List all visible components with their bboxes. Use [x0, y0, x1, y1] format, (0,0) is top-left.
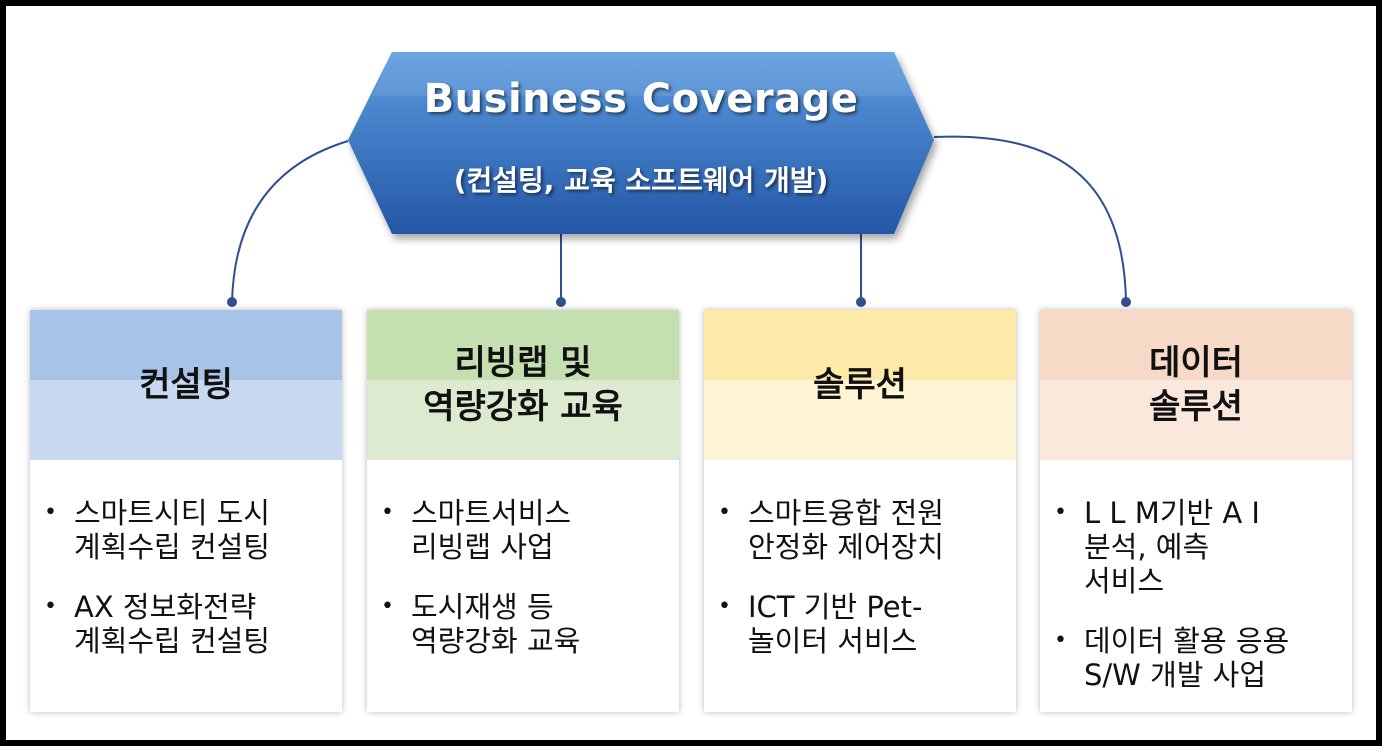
card-title: 컨설팅: [139, 365, 233, 405]
card-consulting: 컨설팅 • 스마트시티 도시 계획수립 컨설팅 • AX 정보화전략 계획수립 컨설…: [30, 310, 342, 712]
connector-data-solution: [933, 135, 1127, 303]
header-band-bottom: [704, 380, 1016, 460]
bullet-icon: •: [44, 594, 57, 619]
header-band-bottom: [1040, 380, 1352, 460]
title-hexagon: [348, 52, 934, 234]
list-item: • 스마트융합 전원 안정화 제어장치: [718, 496, 1010, 564]
card-title: 리빙랩 및 역량강화 교육: [423, 343, 623, 427]
list-item-text: 도시재생 등 역량강화 교육: [411, 590, 581, 658]
list-item: • 스마트시티 도시 계획수립 컨설팅: [44, 496, 336, 564]
bullet-icon: •: [44, 500, 57, 525]
list-item: • 스마트서비스 리빙랩 사업: [381, 496, 673, 564]
card-solution: 솔루션 • 스마트융합 전원 안정화 제어장치 • ICT 기반 Pet- 놀이터 …: [704, 310, 1016, 712]
list-item: • ICT 기반 Pet- 놀이터 서비스: [718, 590, 1010, 658]
bullet-icon: •: [1054, 628, 1067, 653]
card-living-lab: 리빙랩 및 역량강화 교육 • 스마트서비스 리빙랩 사업 • 도시재생 등 역량강…: [367, 310, 679, 712]
card-header: 컨설팅: [30, 310, 342, 460]
card-data-solution: 데이터 솔루션 • L L M기반 A I 분석, 예측 서비스 • 데이터 활용 …: [1040, 310, 1352, 712]
connector-dot-data-solution: [1121, 297, 1131, 307]
item-list: • 스마트융합 전원 안정화 제어장치 • ICT 기반 Pet- 놀이터 서비스: [718, 496, 1010, 684]
card-title: 솔루션: [813, 365, 907, 405]
header-band-top: [367, 310, 679, 380]
list-item-text: AX 정보화전략 계획수립 컨설팅: [74, 590, 270, 658]
connector-dot-consulting: [227, 297, 237, 307]
card-header: 데이터 솔루션: [1040, 310, 1352, 460]
card-title: 데이터 솔루션: [1149, 343, 1243, 427]
title-subtitle: (컨설팅, 교육 소프트웨어 개발): [453, 164, 829, 197]
bullet-icon: •: [381, 500, 394, 525]
connector-dot-living-lab: [556, 297, 566, 307]
title-banner: Business Coverage (컨설팅, 교육 소프트웨어 개발): [350, 54, 932, 234]
list-item: • 데이터 활용 응용 S/W 개발 사업: [1054, 624, 1346, 692]
card-header: 솔루션: [704, 310, 1016, 460]
list-item-text: 스마트시티 도시 계획수립 컨설팅: [74, 496, 270, 564]
item-list: • 스마트시티 도시 계획수립 컨설팅 • AX 정보화전략 계획수립 컨설팅: [44, 496, 336, 684]
header-band-top: [30, 310, 342, 380]
header-band-top: [1040, 310, 1352, 380]
list-item-text: L L M기반 A I 분석, 예측 서비스: [1084, 496, 1260, 598]
bullet-icon: •: [1054, 500, 1067, 525]
bullet-icon: •: [718, 500, 731, 525]
connector-consulting: [231, 140, 349, 303]
bullet-icon: •: [381, 594, 394, 619]
list-item: • AX 정보화전략 계획수립 컨설팅: [44, 590, 336, 658]
list-item-text: 스마트서비스 리빙랩 사업: [411, 496, 572, 564]
card-header: 리빙랩 및 역량강화 교육: [367, 310, 679, 460]
list-item: • 도시재생 등 역량강화 교육: [381, 590, 673, 658]
connector-lines: [227, 52, 1131, 307]
bullet-icon: •: [718, 594, 731, 619]
list-item-text: 데이터 활용 응용 S/W 개발 사업: [1084, 624, 1290, 692]
connector-dot-solution: [856, 297, 866, 307]
list-item-text: ICT 기반 Pet- 놀이터 서비스: [748, 590, 923, 658]
header-band-bottom: [367, 380, 679, 460]
item-list: • L L M기반 A I 분석, 예측 서비스 • 데이터 활용 응용 S/W 개…: [1054, 496, 1346, 718]
item-list: • 스마트서비스 리빙랩 사업 • 도시재생 등 역량강화 교육: [381, 496, 673, 684]
title-main: Business Coverage: [423, 76, 859, 122]
header-band-top: [704, 310, 1016, 380]
list-item-text: 스마트융합 전원 안정화 제어장치: [748, 496, 944, 564]
diagram-frame: Business Coverage (컨설팅, 교육 소프트웨어 개발) 컨설팅…: [6, 6, 1376, 740]
list-item: • L L M기반 A I 분석, 예측 서비스: [1054, 496, 1346, 598]
header-band-bottom: [30, 380, 342, 460]
